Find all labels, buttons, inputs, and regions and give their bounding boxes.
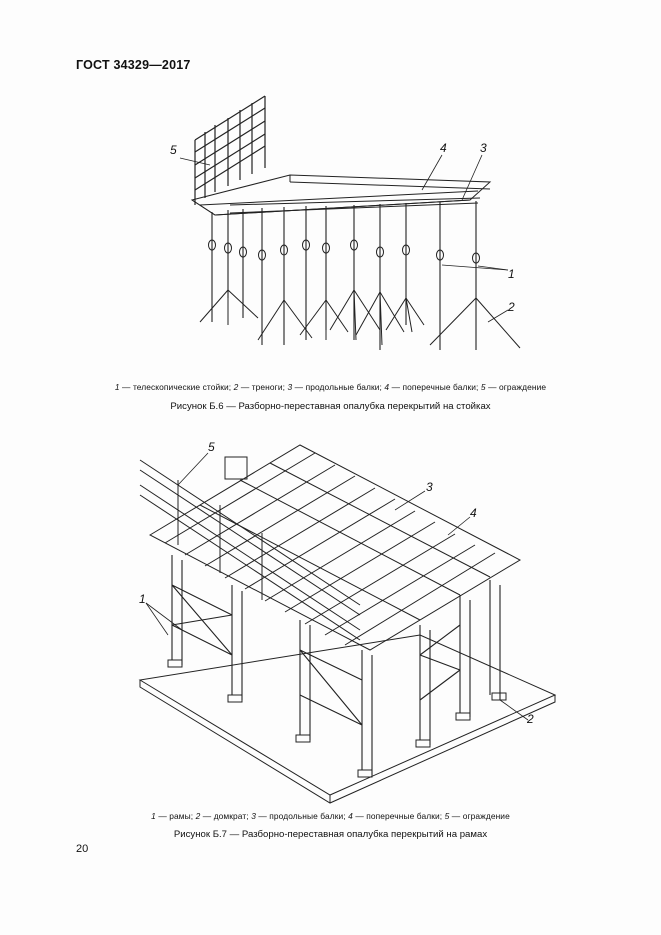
legend-item: 2 — треноги; xyxy=(233,382,288,392)
callout-3: 3 xyxy=(480,141,487,155)
tripods xyxy=(199,289,521,350)
callout-1: 1 xyxy=(139,592,146,606)
figure-b6-drawing: 5 4 3 1 2 xyxy=(170,95,521,350)
legend-item: 3 — продольные балки; xyxy=(287,382,385,392)
callout-4: 4 xyxy=(440,141,447,155)
figure-b7-drawing: 5 3 4 1 2 xyxy=(138,440,557,804)
legend-item: 5 — ограждение xyxy=(480,382,547,392)
legend-item: 2 — домкрат; xyxy=(195,811,252,821)
leader-lines xyxy=(179,154,509,323)
legend-item: 1 — рамы; xyxy=(151,811,196,821)
leader-lines xyxy=(145,452,529,721)
callout-2: 2 xyxy=(526,712,534,726)
prop-clamps xyxy=(208,239,480,264)
legend-item: 4 — поперечные балки; xyxy=(348,811,445,821)
deck-beams xyxy=(190,174,492,216)
legend-item: 4 — поперечные балки; xyxy=(384,382,481,392)
support-frames xyxy=(171,555,501,775)
figure-b7-caption: Рисунок Б.7 — Разборно-переставная опалу… xyxy=(173,829,488,840)
guard-railing xyxy=(139,459,361,641)
figure-b6-legend: 1 — телескопические стойки; 2 — треноги;… xyxy=(0,382,661,392)
legend-item: 3 — продольные балки; xyxy=(251,811,349,821)
floor-slab xyxy=(138,634,557,804)
callout-5: 5 xyxy=(208,440,215,454)
guard-railing xyxy=(194,95,266,205)
frame-base-plates xyxy=(167,659,507,778)
callout-5: 5 xyxy=(170,143,177,157)
figure-b6: 5 4 3 1 2 xyxy=(0,0,661,370)
figure-b7: 5 3 4 1 2 xyxy=(0,425,661,805)
beam-grid xyxy=(148,444,522,651)
legend-item: 5 — ограждение xyxy=(444,811,510,821)
figure-b7-legend: 1 — рамы; 2 — домкрат; 3 — продольные ба… xyxy=(0,811,661,821)
legend-item: 1 — телескопические стойки; xyxy=(114,382,234,392)
document-code-header: ГОСТ 34329—2017 xyxy=(76,58,191,72)
callout-2: 2 xyxy=(507,300,515,314)
page-number: 20 xyxy=(76,843,89,855)
callout-4: 4 xyxy=(470,506,477,520)
callout-3: 3 xyxy=(426,480,433,494)
figure-b6-caption: Рисунок Б.6 — Разборно-переставная опалу… xyxy=(170,401,491,412)
telescopic-props xyxy=(211,201,477,350)
callout-1: 1 xyxy=(508,267,515,281)
